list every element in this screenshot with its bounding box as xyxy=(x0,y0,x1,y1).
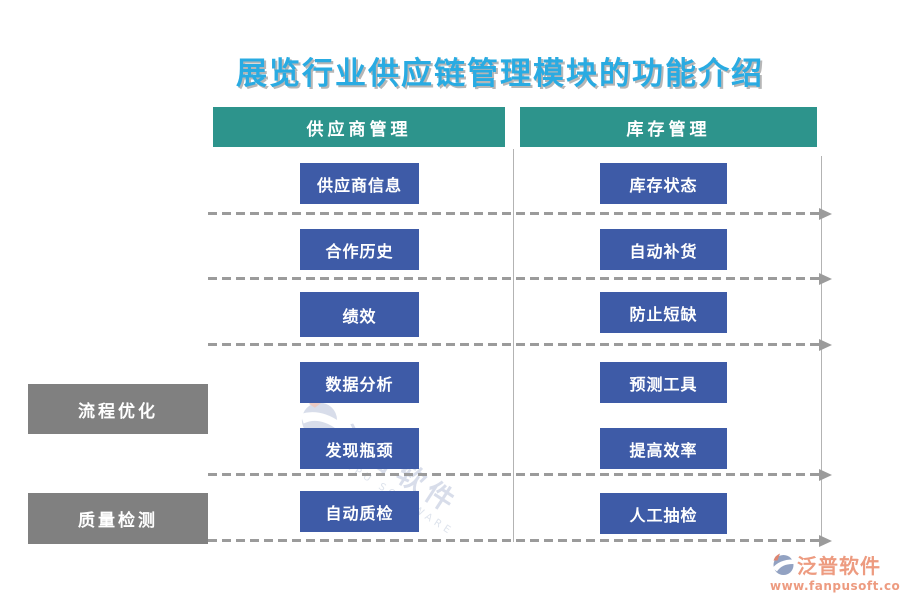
fanpu-logo-name: 泛普软件 xyxy=(797,554,881,578)
page-title: 展览行业供应链管理模块的功能介绍 xyxy=(236,56,764,92)
arrowhead-icon xyxy=(819,208,832,220)
node-performance: 绩效 xyxy=(300,292,419,337)
node-prevent-shortage: 防止短缺 xyxy=(600,292,727,333)
column-header-inventory-management: 库存管理 xyxy=(520,107,817,147)
fanpu-logo-icon xyxy=(772,553,794,575)
arrowhead-icon xyxy=(819,535,832,547)
arrowhead-icon xyxy=(819,469,832,481)
flow-arrow-2 xyxy=(208,277,820,280)
node-inventory-status: 库存状态 xyxy=(600,163,727,204)
arrowhead-icon xyxy=(819,339,832,351)
node-auto-quality-check: 自动质检 xyxy=(300,491,419,532)
node-auto-replenishment: 自动补货 xyxy=(600,229,727,270)
node-improve-efficiency: 提高效率 xyxy=(600,428,727,469)
column-header-supplier-management: 供应商管理 xyxy=(213,107,505,147)
node-manual-sampling: 人工抽检 xyxy=(600,493,727,534)
node-forecast-tools: 预测工具 xyxy=(600,362,727,403)
flow-arrow-4 xyxy=(208,473,820,476)
node-find-bottleneck: 发现瓶颈 xyxy=(300,428,419,469)
node-supplier-info: 供应商信息 xyxy=(300,163,419,204)
node-data-analysis: 数据分析 xyxy=(300,362,419,403)
flow-arrow-3 xyxy=(208,343,820,346)
side-label-quality-inspection: 质量检测 xyxy=(28,493,208,544)
arrowhead-icon xyxy=(819,273,832,285)
flow-arrow-1 xyxy=(208,212,820,215)
flow-arrow-5 xyxy=(208,539,820,542)
fanpu-logo-url: www.fanpusoft.com xyxy=(770,579,900,593)
side-label-process-optimization: 流程优化 xyxy=(28,384,208,434)
node-cooperation-history: 合作历史 xyxy=(300,229,419,270)
fanpu-logo: 泛普软件 www.fanpusoft.com xyxy=(770,550,900,593)
